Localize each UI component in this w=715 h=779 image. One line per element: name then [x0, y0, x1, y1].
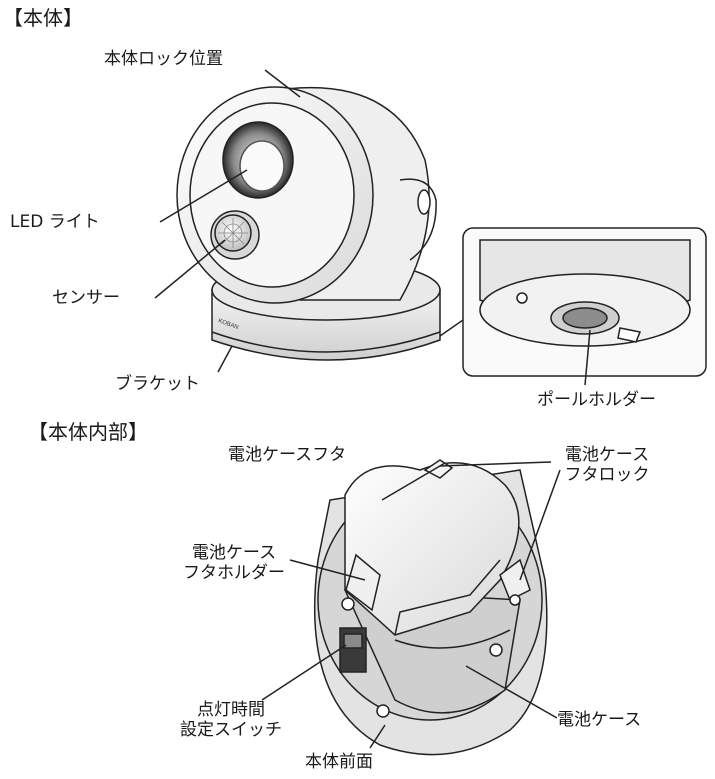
- leader-timer-switch: [261, 644, 347, 701]
- leader-lock-2: [519, 469, 561, 581]
- label-battery-cover: 電池ケースフタ: [228, 445, 347, 465]
- interior-drawing: [313, 459, 548, 756]
- leader-lock-1: [439, 461, 552, 467]
- label-battery-cover-lock: 電池ケース フタロック: [552, 445, 662, 485]
- leader-bracket: [217, 345, 233, 373]
- label-battery-cover-holder-line1: 電池ケース: [191, 543, 277, 563]
- heading-interior: 【本体内部】: [28, 420, 148, 444]
- label-timer-switch-line1: 点灯時間: [197, 700, 265, 720]
- leader-battery-case: [465, 665, 558, 719]
- label-timer-switch: 点灯時間 設定スイッチ: [172, 700, 290, 740]
- leader-cover-holder: [289, 559, 366, 581]
- leader-sensor: [154, 239, 226, 299]
- pole-holder-inset: [462, 227, 707, 377]
- label-pole-holder: ポールホルダー: [537, 390, 656, 410]
- leader-lines: [154, 69, 591, 749]
- label-led-light: LED ライト: [10, 212, 100, 232]
- label-battery-cover-holder-line2: フタホルダー: [183, 563, 285, 583]
- label-timer-switch-line2: 設定スイッチ: [180, 720, 282, 740]
- leader-front: [369, 724, 386, 749]
- label-sensor: センサー: [52, 288, 120, 308]
- leader-battery-cover: [381, 462, 446, 501]
- heading-body: 【本体】: [3, 6, 83, 30]
- light-unit-drawing: KOBAN: [176, 86, 441, 361]
- label-front: 本体前面: [305, 752, 373, 772]
- leader-pole-holder: [584, 329, 591, 386]
- label-bracket: ブラケット: [115, 374, 200, 394]
- label-battery-cover-holder: 電池ケース フタホルダー: [175, 543, 293, 583]
- inset-connector: [439, 319, 464, 337]
- label-battery-cover-lock-line1: 電池ケース: [564, 445, 650, 465]
- leader-lock-position: [264, 69, 301, 98]
- leader-led-light: [159, 169, 248, 223]
- label-battery-cover-lock-line2: フタロック: [564, 465, 650, 485]
- label-lock-position: 本体ロック位置: [104, 49, 223, 69]
- label-battery-case: 電池ケース: [557, 710, 642, 730]
